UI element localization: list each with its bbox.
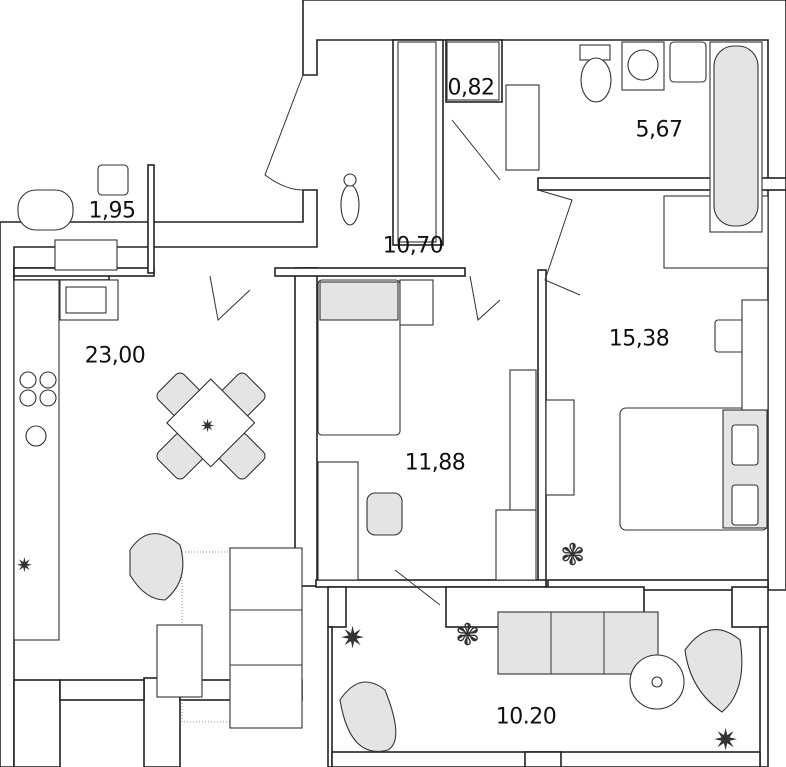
room-area-kitchen-living: 23,00	[84, 343, 146, 369]
room-area-toilet: 1,95	[88, 198, 136, 224]
svg-text:✷: ✷	[340, 621, 365, 656]
bathroom-fixtures	[17, 41, 763, 271]
svg-text:❃: ❃	[455, 618, 480, 653]
room-area-hallway: 10,70	[382, 233, 444, 259]
svg-text:❃: ❃	[560, 538, 585, 573]
room-area-storage: 0,82	[447, 75, 495, 101]
svg-text:✷: ✷	[200, 416, 215, 437]
kids-furniture	[317, 279, 537, 581]
room-area-balcony: 10.20	[495, 704, 557, 730]
balcony-furniture	[339, 611, 743, 752]
cat-icon	[340, 173, 360, 226]
dining-set	[156, 372, 266, 480]
living-furniture	[129, 533, 303, 729]
room-area-kids-room: 11,88	[404, 450, 466, 476]
room-area-bathroom: 5,67	[635, 117, 683, 143]
svg-text:✷: ✷	[713, 723, 738, 758]
plants: ✷ ❃ ❃ ✷ ✷ ✷	[16, 416, 738, 758]
room-area-bedroom: 15,38	[608, 326, 670, 352]
bedroom-furniture	[545, 299, 769, 531]
svg-text:✷: ✷	[16, 553, 33, 577]
kitchen-unit	[13, 279, 119, 641]
